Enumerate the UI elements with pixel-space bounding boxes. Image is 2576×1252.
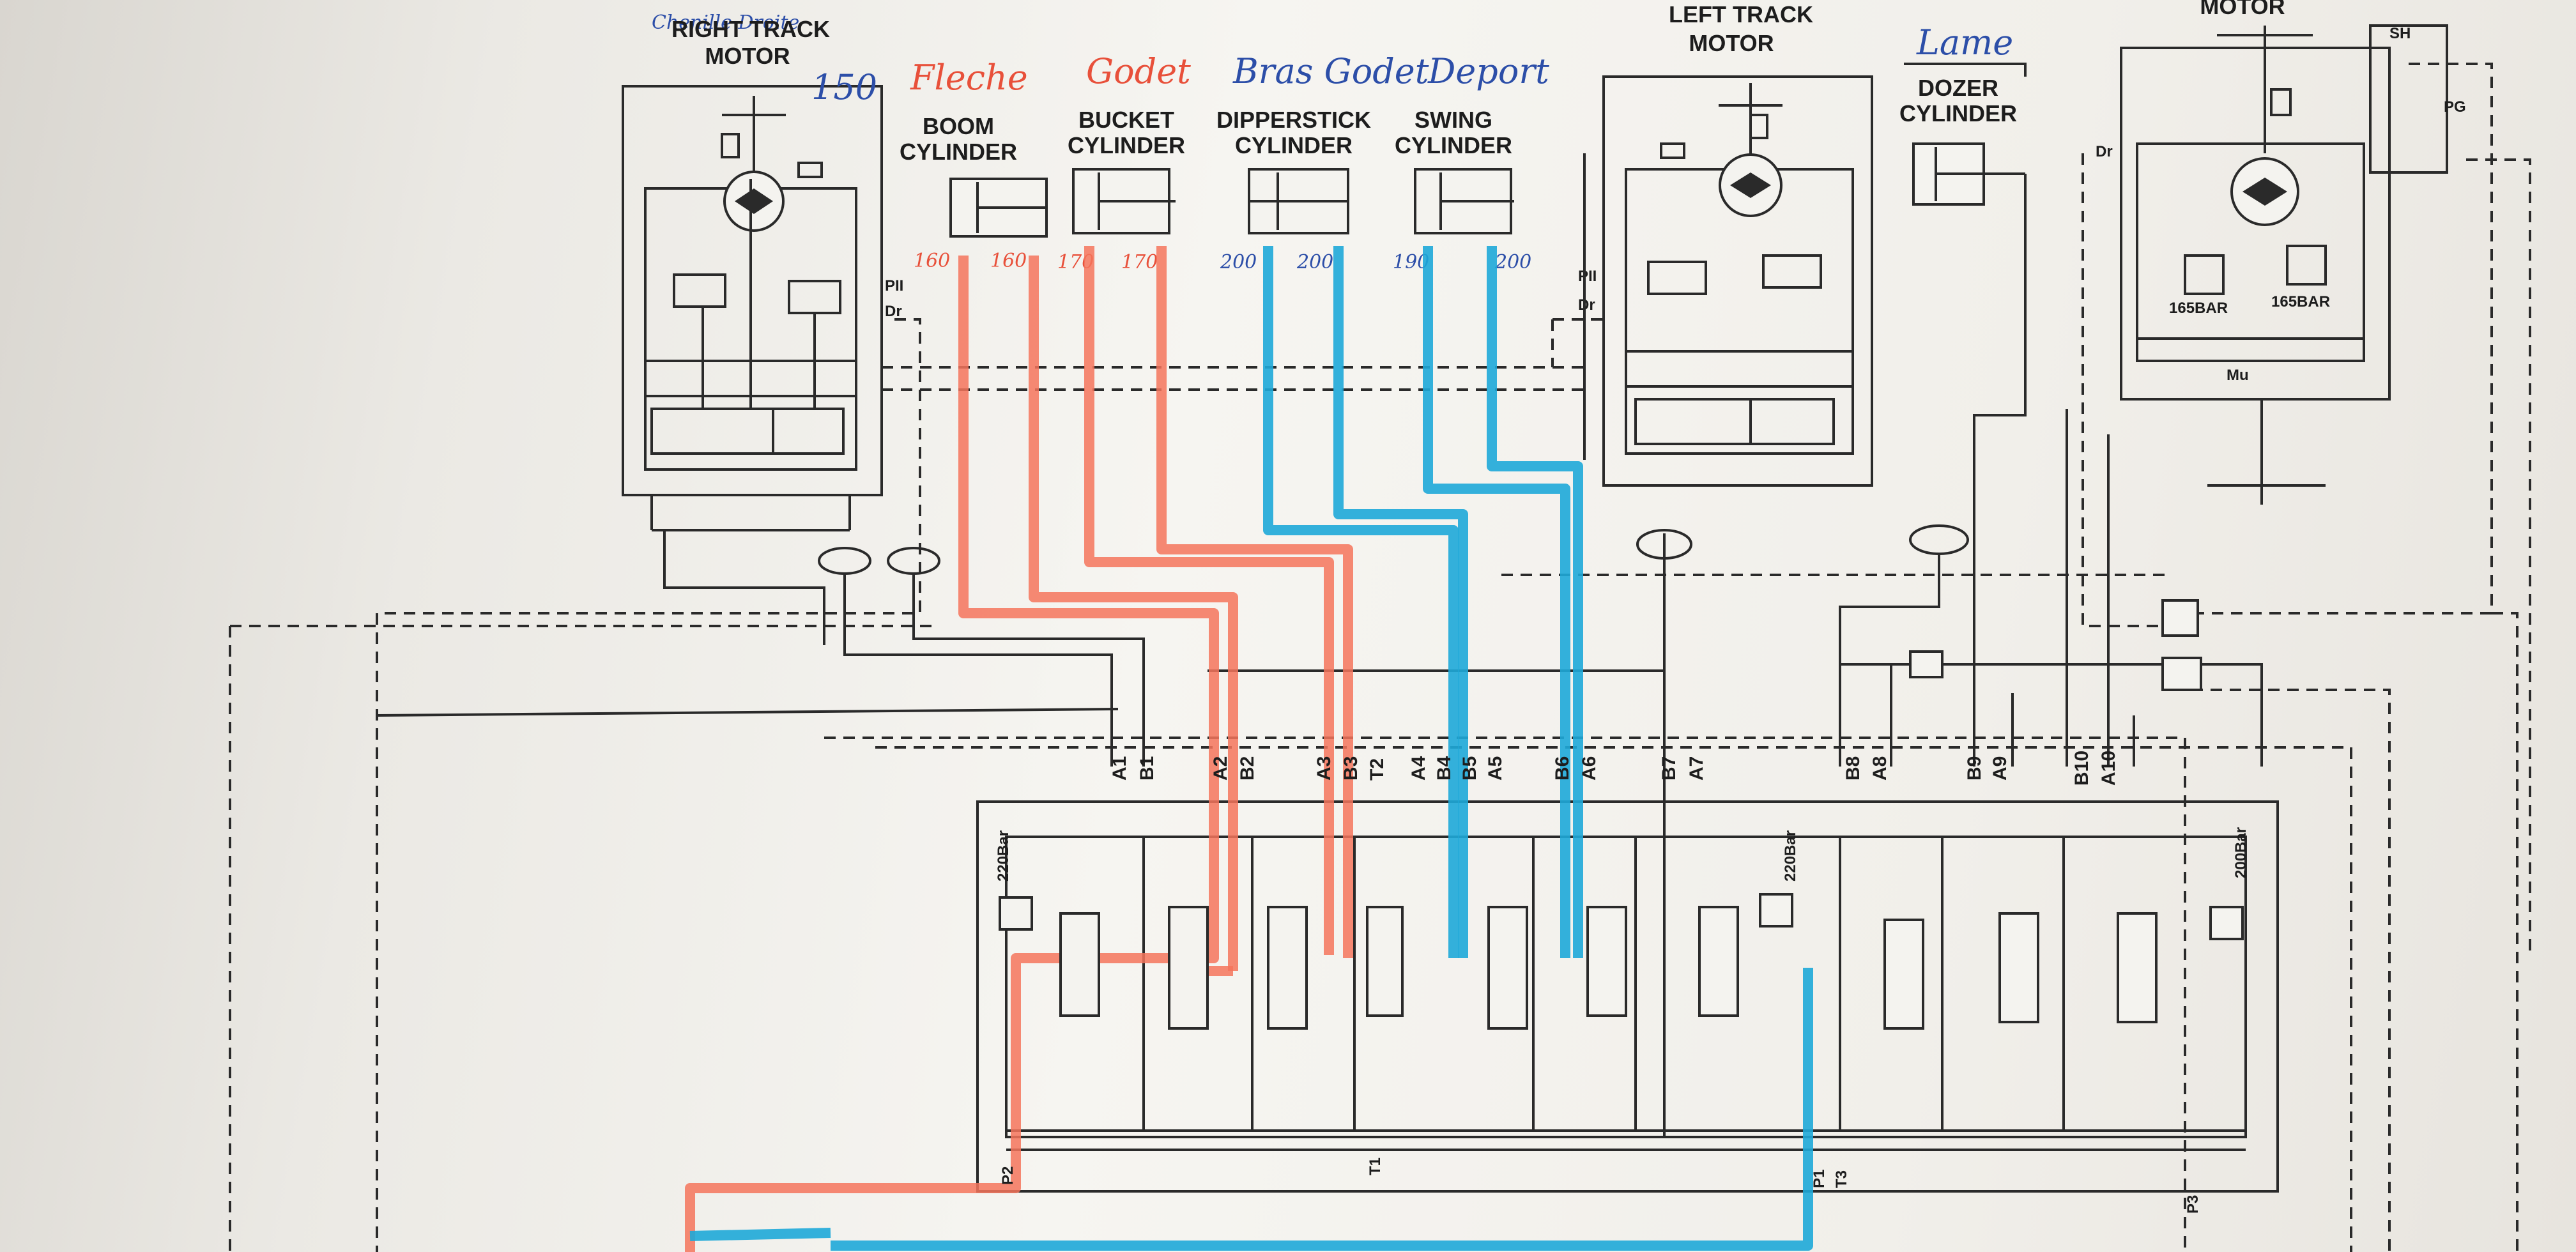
left-track-motor: LEFT TRACK MOTOR PII Dr <box>1578 1 1873 645</box>
tank-t1: T1 <box>1367 1157 1384 1175</box>
port-a7: A7 <box>1686 756 1707 781</box>
pump-p1: P1 <box>1811 1170 1828 1188</box>
relief-middle-label: 220Bar <box>1782 830 1799 882</box>
swing-motor-mu: Mu <box>2227 367 2249 384</box>
pump-labels: P2 T1 P1 T3 P3 <box>999 1157 2202 1214</box>
boom-label-2: CYLINDER <box>900 139 1017 165</box>
boom-port-b: 160 <box>990 250 1027 272</box>
boom-handnote: Fleche <box>910 57 1028 98</box>
port-a1: A1 <box>1109 756 1130 781</box>
port-b9: B9 <box>1964 756 1985 781</box>
port-b7: B7 <box>1659 756 1680 781</box>
swing-cylinder: Deport SWING CYLINDER 190 200 <box>1393 51 1549 273</box>
swing-handnote: Deport <box>1427 51 1549 91</box>
port-a3: A3 <box>1314 756 1335 781</box>
boom-label-1: BOOM <box>923 113 994 139</box>
boom-port-a: 160 <box>914 250 950 272</box>
dozer-label-1: DOZER <box>1918 75 1998 101</box>
dipperstick-cylinder: Bras Godet DIPPERSTICK CYLINDER 200 200 <box>1216 51 1429 273</box>
dozer-handnote: Lame <box>1916 22 2013 63</box>
pilot-lines <box>229 63 2531 1252</box>
shuttle-valves <box>1909 599 2202 691</box>
port-b6: B6 <box>1552 756 1573 781</box>
port-a5: A5 <box>1485 756 1506 781</box>
port-b1: B1 <box>1137 756 1158 781</box>
relief-right-label: 200Bar <box>2232 827 2250 878</box>
spool-valves <box>999 893 2244 1030</box>
swing-motor-relief-1: 165BAR <box>2169 300 2228 317</box>
swing-motor-relief-2: 165BAR <box>2271 293 2330 310</box>
right-track-label-1: RIGHT TRACK <box>671 16 830 42</box>
dipperstick-label-2: CYLINDER <box>1235 132 1353 158</box>
port-a4: A4 <box>1408 756 1429 781</box>
swing-label-1: SWING <box>1414 107 1492 133</box>
port-b8: B8 <box>1843 756 1864 781</box>
port-a10: A10 <box>2098 751 2119 786</box>
right-motor-port-dr: Dr <box>885 303 902 320</box>
dipperstick-handnote: Bras Godet <box>1232 51 1429 91</box>
dipperstick-port-a: 200 <box>1220 251 1257 273</box>
pump-p3: P3 <box>2184 1195 2202 1214</box>
boom-cylinder: Fleche BOOM CYLINDER 160 160 <box>900 57 1048 272</box>
right-track-handnote: Chenille Droite <box>652 11 799 34</box>
port-b10: B10 <box>2071 751 2092 786</box>
swing-port-b: 200 <box>1494 251 1531 273</box>
highlight-blue-lines <box>689 246 1813 1251</box>
port-a8: A8 <box>1869 756 1890 781</box>
swing-motor-pg: PG <box>2444 98 2466 116</box>
swing-motor-sh: SH <box>2389 25 2411 42</box>
pump-p2: P2 <box>999 1166 1016 1185</box>
right-track-label-2: MOTOR <box>705 43 790 69</box>
right-motor-port-pii: PII <box>885 277 903 294</box>
left-track-label-1: LEFT TRACK <box>1669 1 1813 27</box>
dozer-cylinder: Lame DOZER CYLINDER <box>1899 22 2025 555</box>
port-b4: B4 <box>1434 756 1455 781</box>
left-motor-port-pii: PII <box>1578 268 1597 285</box>
relief-left-label: 220Bar <box>995 830 1012 882</box>
dozer-label-2: CYLINDER <box>1899 100 2017 126</box>
bucket-label-1: BUCKET <box>1078 107 1174 133</box>
tank-t3: T3 <box>1833 1170 1850 1188</box>
port-b3: B3 <box>1340 756 1361 781</box>
port-b2: B2 <box>1237 756 1258 781</box>
swing-motor-label: MOTOR <box>2200 0 2285 19</box>
solid-lines <box>376 63 2263 1137</box>
dipperstick-label-1: DIPPERSTICK <box>1216 107 1371 133</box>
bucket-cylinder: Godet BUCKET CYLINDER 170 170 <box>1057 51 1191 273</box>
swing-motor-dr: Dr <box>2096 143 2113 160</box>
left-motor-port-dr: Dr <box>1578 296 1595 314</box>
valve-port-labels: A1 B1 A2 B2 A3 B3 T2 A4 B4 B5 A5 B6 A6 B… <box>1109 751 2119 786</box>
swing-label-2: CYLINDER <box>1395 132 1512 158</box>
port-a2: A2 <box>1210 756 1231 781</box>
bucket-label-2: CYLINDER <box>1068 132 1185 158</box>
port-t2: T2 <box>1367 758 1388 781</box>
bucket-handnote: Godet <box>1086 51 1191 91</box>
left-track-label-2: MOTOR <box>1689 30 1774 56</box>
right-track-motor: Chenille Droite RIGHT TRACK MOTOR 150 PI… <box>622 11 940 575</box>
right-track-pressure-note: 150 <box>811 67 877 107</box>
control-valve-block <box>976 800 2279 1193</box>
swing-motor: MOTOR 165BAR 165BAR SH PG Dr Mu <box>2096 0 2466 505</box>
port-a9: A9 <box>1989 756 2011 781</box>
relief-valve-labels: 220Bar 220Bar 200Bar <box>995 827 2250 882</box>
port-a6: A6 <box>1579 756 1600 781</box>
dipperstick-port-b: 200 <box>1296 251 1333 273</box>
port-b5: B5 <box>1459 756 1480 781</box>
bucket-port-b: 170 <box>1121 251 1158 273</box>
